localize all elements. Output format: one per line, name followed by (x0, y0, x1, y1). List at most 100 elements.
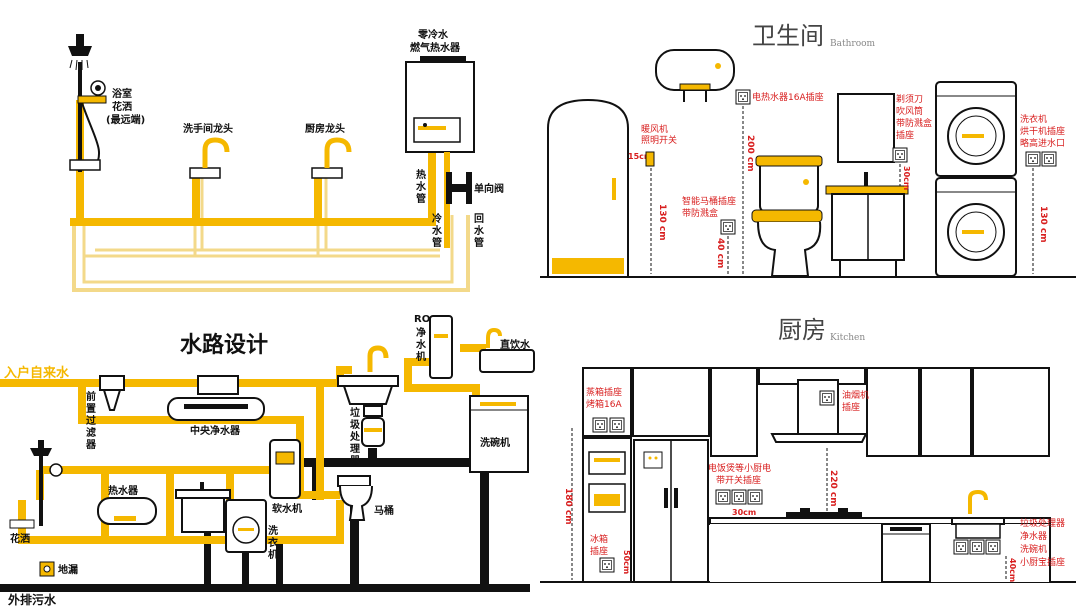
electric-water-heater (655, 49, 735, 102)
svg-text:机: 机 (268, 548, 278, 561)
label-sink-socket-1: 垃圾处理器 (1020, 517, 1065, 529)
label-washer-2: 烘干机插座 (1020, 125, 1065, 137)
switch-bath-heater (645, 151, 655, 167)
socket-washer-1 (1025, 151, 1041, 167)
svg-text:水: 水 (415, 180, 427, 193)
p3-dishwasher: 洗碗机 (469, 395, 529, 473)
socket-sink-3 (985, 539, 1001, 555)
label-heater-2: 燃气热水器 (410, 41, 461, 54)
vanity (825, 93, 909, 276)
return-pipe-light (72, 215, 470, 292)
faucet-risers (192, 176, 322, 222)
svg-text:圾: 圾 (350, 419, 361, 431)
label-sewage: 外排污水 (8, 592, 57, 607)
svg-text:衣: 衣 (268, 536, 278, 549)
label-shower-1: 浴室 (112, 87, 132, 100)
label-hood-socket-2: 插座 (842, 401, 860, 413)
p3-water-heater: 热水器 (97, 484, 157, 525)
water-design-title: 水路设计 (180, 332, 268, 358)
label-shaver-1: 剃须刀 (896, 93, 923, 105)
p3-kitchen-sink (337, 345, 399, 405)
socket-oven-2 (609, 417, 625, 433)
svg-text:管: 管 (416, 192, 426, 205)
range-hood (770, 379, 868, 443)
svg-text:器: 器 (85, 439, 97, 451)
label-check-valve: 单向阀 (474, 182, 504, 195)
water-softener: 软水机 (269, 439, 302, 515)
dim-130a: 130 cm (657, 204, 667, 241)
gas-water-heater: 零冷水 燃气热水器 (405, 28, 475, 153)
label-small-app-1: 电饭煲等小厨电 (708, 462, 771, 474)
panel-bathroom: 卫生间 Bathroom 电热水器16A插座 暖风机 照明开关 15cm 130… (540, 22, 1076, 278)
label-bath-heater-1: 暖风机 (641, 123, 668, 135)
socket-sink-1 (953, 539, 969, 555)
bathroom-title: 卫生间 (752, 22, 824, 50)
label-central-purifier: 中央净水器 (190, 424, 241, 437)
svg-text:冷: 冷 (432, 212, 442, 225)
floor-drain: 地漏 (39, 561, 78, 577)
label-cold-pipe: 冷 水 管 (431, 212, 443, 249)
label-floor-drain: 地漏 (58, 563, 78, 576)
label-oven-socket-2: 烤箱16A (586, 398, 622, 410)
socket-small-2 (731, 489, 747, 505)
label-inlet: 入户自来水 (4, 365, 70, 381)
dim-200: 200 cm (745, 135, 755, 172)
label-sink-socket-4: 小厨宝插座 (1020, 556, 1065, 568)
p3-basin (175, 482, 231, 533)
label-oven-socket-1: 蒸箱插座 (586, 386, 622, 398)
prefilter: 前 置 过 滤 器 (85, 375, 125, 451)
dim-40-kitchen: 40cm (1008, 558, 1017, 582)
inlet: 入户自来水 (4, 365, 70, 381)
direct-drinking-tap: 直饮水 (479, 327, 535, 373)
dim-180: 180 cm (563, 488, 573, 525)
washer-dryer-stack (935, 81, 1017, 277)
check-valve: 单向阀 (446, 172, 504, 204)
dim-50: 50cm (622, 550, 631, 574)
upper-cabinets (582, 367, 1050, 457)
svg-text:机: 机 (416, 350, 426, 363)
svg-text:前: 前 (86, 390, 96, 403)
socket-water-heater (735, 89, 751, 105)
socket-small-1 (715, 489, 731, 505)
panel-hot-water-loop: 浴室 花洒 (最远端) 洗手间龙头 厨房龙头 零冷水 燃气热水器 (68, 28, 504, 292)
label-kitchen-faucet: 厨房龙头 (305, 122, 345, 135)
svg-text:过: 过 (86, 414, 96, 427)
svg-text:滤: 滤 (86, 426, 96, 439)
label-p3-shower: 花洒 (10, 532, 30, 545)
svg-text:水: 水 (415, 338, 427, 351)
socket-shaver (892, 147, 908, 163)
label-fridge-socket-2: 插座 (590, 545, 608, 557)
panel-kitchen: 厨房 Kitchen 油烟机 插座 220 cm (540, 316, 1076, 583)
bathroom-subtitle: Bathroom (830, 39, 876, 49)
refrigerator (633, 439, 709, 583)
svg-text:置: 置 (86, 403, 96, 415)
label-shaver-3: 带防溅盒 (896, 117, 932, 129)
cooktop (786, 508, 862, 518)
dim-30-kitchen: 30cm (732, 508, 756, 517)
p4-sink (951, 489, 1005, 539)
basin-faucet: 洗手间龙头 (183, 122, 233, 179)
label-heater-1: 零冷水 (417, 28, 449, 41)
socket-hood (819, 390, 835, 406)
svg-text:RO: RO (414, 314, 430, 325)
label-direct-drink: 直饮水 (500, 338, 531, 351)
svg-text:热: 热 (416, 168, 426, 181)
label-sink-socket-3: 洗碗机 (1020, 543, 1047, 555)
label-p3-heater: 热水器 (108, 484, 139, 497)
faucet-drops-light (193, 178, 328, 256)
socket-toilet (720, 219, 736, 235)
hot-pipe (70, 150, 436, 226)
svg-text:水: 水 (473, 224, 485, 237)
label-softener: 软水机 (272, 502, 302, 515)
cold-pipe-light (84, 248, 440, 258)
svg-text:管: 管 (474, 236, 484, 249)
label-sink-socket-2: 净水器 (1020, 530, 1047, 542)
label-shaver-4: 插座 (896, 129, 914, 141)
socket-sink-2 (969, 539, 985, 555)
dim-130b: 130 cm (1038, 206, 1048, 243)
socket-oven-1 (592, 417, 608, 433)
label-washer-3: 略高进水口 (1020, 137, 1065, 149)
svg-text:净: 净 (416, 326, 426, 339)
label-return-pipe: 回 水 管 (473, 213, 485, 249)
